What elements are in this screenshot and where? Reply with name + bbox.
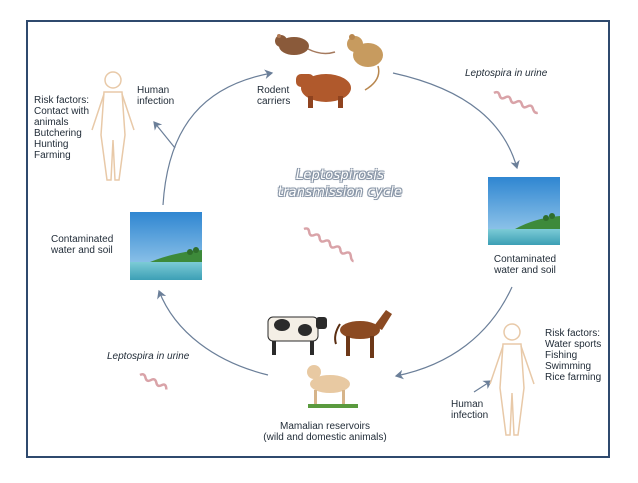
human-infection-right-line-2: infection (451, 410, 489, 421)
leptospira-urine-label-left: Leptospira in urine (107, 351, 190, 362)
arrow-rodent-to-water-right (392, 72, 520, 170)
horse-icon (334, 310, 392, 358)
human-infection-left-line-2: infection (137, 96, 175, 107)
rodent-carriers-label: Rodent carriers (257, 85, 290, 107)
contaminated-water-label-right: Contaminated water and soil (480, 254, 570, 276)
risk-right-item: Swimming (545, 361, 592, 372)
risk-left-heading: Risk factors: (34, 95, 90, 106)
gerbil-icon (347, 34, 383, 91)
rodent-carriers-line-1: Rodent (257, 85, 290, 96)
water-scene-icon (130, 212, 202, 280)
risk-right-item: Fishing (545, 350, 578, 361)
mamalian-line-1: Mamalian reservoirs (279, 421, 371, 432)
dog-icon (307, 365, 358, 408)
risk-right-heading: Risk factors: (545, 328, 601, 339)
leptospira-urine-label-top: Leptospira in urine (465, 68, 548, 79)
risk-left-item: Farming (34, 150, 71, 161)
human-figure-icon (91, 71, 135, 181)
arrow-water-right-to-mammals (394, 286, 513, 380)
rodent-carriers-line-2: carriers (257, 96, 291, 107)
mamalian-line-2: (wild and domestic animals) (263, 432, 387, 443)
title-line-1: Leptospirosis (295, 168, 385, 183)
capybara-icon (296, 74, 351, 108)
arrow-mammals-to-water-left (157, 289, 269, 376)
human-infection-right-line-1: Human (451, 399, 484, 410)
diagram-title: Leptospirosis transmission cycle (250, 167, 430, 201)
contaminated-water-label-left: Contaminated water and soil (51, 234, 113, 256)
risk-right-item: Water sports (545, 339, 602, 350)
arrow-to-human-right (473, 380, 493, 393)
water-scene-icon (488, 177, 560, 245)
risk-left-item: Butchering (34, 128, 82, 139)
human-infection-label-left: Human infection (137, 85, 174, 107)
arrow-to-human-left (153, 121, 176, 149)
arrow-water-left-to-rodent (162, 69, 274, 206)
risk-factors-left: Risk factors: Contact with animals Butch… (34, 95, 89, 161)
risk-right-item: Rice farming (545, 372, 602, 383)
risk-left-item: Contact with (34, 106, 90, 117)
leptospira-bacterium-icon (303, 227, 354, 263)
mamalian-reservoirs-label: Mamalian reservoirs (wild and domestic a… (240, 421, 410, 443)
risk-left-item: animals (34, 117, 69, 128)
leptospira-bacterium-icon (139, 373, 168, 390)
contaminated-right-line-2: water and soil (494, 265, 556, 276)
leptospira-bacterium-icon (493, 90, 539, 115)
title-line-2: transmission cycle (277, 185, 403, 200)
contaminated-right-line-1: Contaminated (493, 254, 557, 265)
contaminated-left-line-2: water and soil (51, 245, 113, 256)
rat-icon (275, 34, 336, 55)
risk-factors-right: Risk factors: Water sports Fishing Swimm… (545, 328, 601, 383)
cow-icon (267, 316, 327, 355)
human-infection-left-line-1: Human (137, 85, 170, 96)
human-infection-label-right: Human infection (451, 399, 488, 421)
contaminated-left-line-1: Contaminated (51, 234, 114, 245)
risk-left-item: Hunting (34, 139, 69, 150)
human-figure-icon (489, 323, 535, 436)
